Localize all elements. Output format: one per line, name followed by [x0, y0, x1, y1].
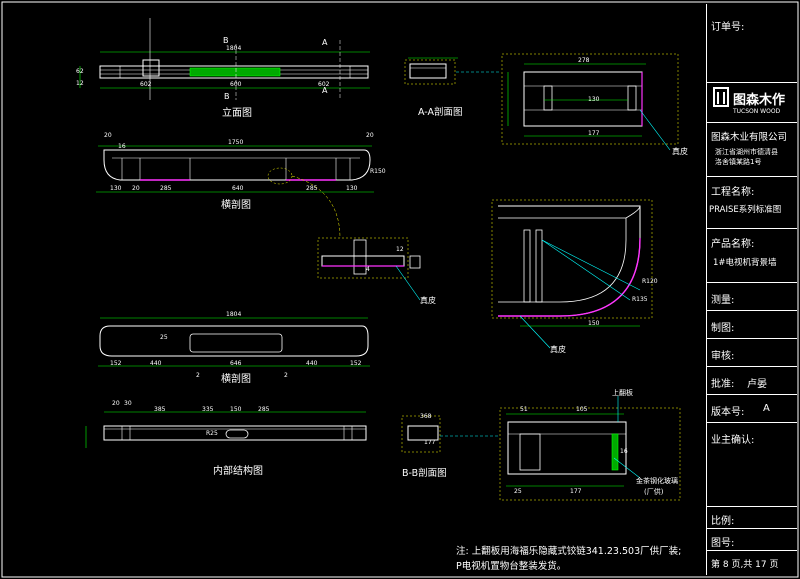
dim-x1-20b: 20	[366, 132, 374, 139]
marker-b-bottom: B	[224, 92, 230, 101]
dim-bb-177: 177	[424, 439, 436, 446]
dim-x1-total: 1750	[228, 139, 244, 146]
dim-x2-2b: 2	[284, 372, 288, 379]
dim-det-r1: R120	[642, 278, 658, 285]
dim-bb2-16: 16	[620, 448, 628, 455]
dim-det-150: 150	[588, 320, 600, 327]
dim-int-385: 385	[154, 406, 166, 413]
dim-x1-b2: 20	[132, 185, 140, 192]
tb-measure: 测量:	[707, 282, 797, 311]
dim-int-r: R25	[206, 430, 218, 437]
dim-x2-2a: 2	[196, 372, 200, 379]
tb-draw: 制图:	[707, 310, 797, 339]
dim-x1-b5: 285	[306, 185, 318, 192]
bb-title: B-B剖面图	[402, 468, 447, 479]
dim-bb-top: 368	[420, 413, 432, 420]
tb-project: 工程名称: PRAISE系列标准图	[707, 176, 797, 229]
dim-aa-d1: 130	[588, 96, 600, 103]
dim-x2-total: 1804	[226, 311, 242, 318]
dim-x2-b5: 152	[350, 360, 362, 367]
tb-drawing-no: 图号:	[707, 528, 797, 551]
dim-x2-b2: 440	[150, 360, 162, 367]
internal-title: 内部结构图	[213, 466, 263, 477]
tb-company: 图森木业有限公司 浙江省湖州市德清县 洛舍镇某路1号	[707, 122, 797, 177]
dim-x2-b3: 646	[230, 360, 242, 367]
dim-bb2-51: 51	[520, 406, 528, 413]
dim-x2-b4: 440	[306, 360, 318, 367]
title-block: 订单号: 图森木作 TUCSON WOOD 图森木业有限公司 浙江省湖州市德清县…	[706, 4, 797, 575]
dim-x1-b3: 285	[160, 185, 172, 192]
dim-x1-b4: 640	[232, 185, 244, 192]
callout-veneer-2: 真皮	[420, 296, 436, 305]
dim-x1-r: R150	[370, 168, 386, 175]
callout-veneer-1: 真皮	[672, 147, 688, 156]
callout-glass: 金茶钢化玻璃	[636, 477, 678, 485]
dim-x1-20a: 20	[104, 132, 112, 139]
cross-section-1	[96, 145, 374, 239]
brand-logo-icon	[713, 87, 729, 107]
aa-small	[404, 57, 500, 85]
dim-elev-total: 1804	[226, 45, 242, 52]
internal-structure	[85, 411, 367, 448]
callout-veneer-3: 真皮	[550, 345, 566, 354]
dim-det-r2: R135	[632, 296, 648, 303]
aa-title: A-A剖面图	[418, 107, 463, 118]
dim-det-12: 12	[396, 246, 404, 253]
elevation-view	[79, 18, 370, 100]
aa-detail	[501, 53, 679, 151]
dim-x2-b1: 152	[110, 360, 122, 367]
dim-int-150: 150	[230, 406, 242, 413]
brand-cn: 图森木作	[733, 93, 786, 108]
dim-det-4: 4	[366, 266, 370, 273]
bb-detail	[499, 396, 681, 501]
tb-page: 第 8 页,共 17 页	[707, 550, 797, 575]
dim-elev-left: 602	[140, 81, 152, 88]
drawing-note: 注: 上翻板用海福乐隐藏式铰链341.23.503厂供厂装; P电视机置物台整装…	[456, 544, 681, 574]
dim-int-20: 20	[112, 400, 120, 407]
dim-int-335: 335	[202, 406, 214, 413]
dim-elev-right: 602	[318, 81, 330, 88]
dim-int-285: 285	[258, 406, 270, 413]
joint-detail	[317, 237, 421, 301]
cross1-title: 横剖图	[221, 200, 251, 211]
marker-a-top: A	[322, 38, 328, 47]
tb-owner: 业主确认:	[707, 422, 797, 507]
dim-x1-b6: 130	[346, 185, 358, 192]
dim-elev-h2: 12	[76, 80, 84, 87]
tb-review: 审核:	[707, 338, 797, 367]
tb-version: 版本号: A	[707, 394, 797, 423]
tb-order: 订单号:	[711, 22, 745, 33]
dim-elev-mid: 600	[230, 81, 242, 88]
note-line-2: P电视机置物台整装发货。	[456, 561, 567, 572]
dim-aa-top: 278	[578, 57, 590, 64]
dim-int-30: 30	[124, 400, 132, 407]
cross-section-2	[98, 317, 370, 367]
tb-product: 产品名称: 1#电视机背景墙	[707, 228, 797, 283]
dim-bb2-25: 25	[514, 488, 522, 495]
marker-a-bottom: A	[322, 86, 328, 95]
dim-x2-25: 25	[160, 334, 168, 341]
cross2-title: 横剖图	[221, 374, 251, 385]
tb-scale: 比例:	[707, 506, 797, 529]
curve-detail	[491, 199, 653, 349]
brand-en: TUCSON WOOD	[733, 108, 781, 115]
dim-bb2-105: 105	[576, 406, 588, 413]
dim-elev-h1: 62	[76, 68, 84, 75]
note-line-1: 注: 上翻板用海福乐隐藏式铰链341.23.503厂供厂装;	[456, 546, 682, 557]
dim-aa-d2: 177	[588, 130, 600, 137]
callout-flip-board: 上翻板	[612, 389, 633, 397]
marker-b-top: B	[223, 36, 229, 45]
tb-approve: 批准: 卢晏	[707, 366, 797, 395]
tb-brand: 图森木作 TUCSON WOOD	[707, 82, 797, 123]
dim-x1-16: 16	[118, 143, 126, 150]
bb-small	[401, 415, 500, 453]
callout-glass-note: (厂供)	[644, 488, 664, 496]
dim-bb2-177: 177	[570, 488, 582, 495]
elevation-title: 立面图	[222, 108, 252, 119]
dim-x1-b1: 130	[110, 185, 122, 192]
